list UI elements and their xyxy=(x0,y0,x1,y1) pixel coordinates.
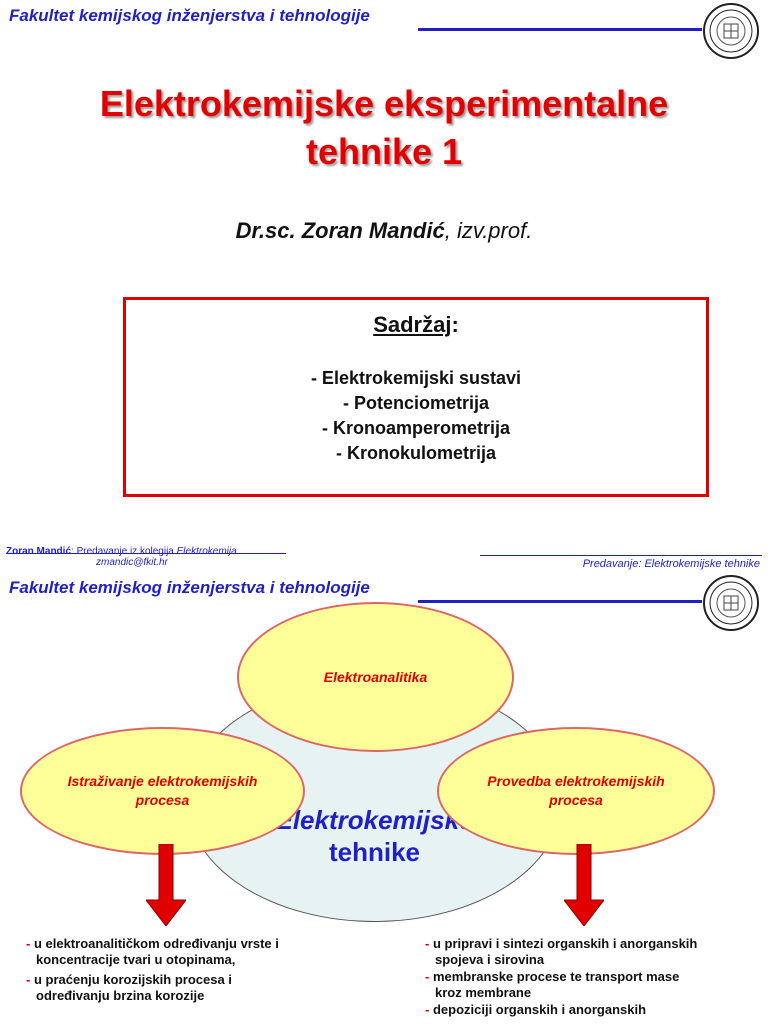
list-item: - depoziciji organskih i anorganskih xyxy=(425,1002,647,1017)
arrow-down-right-icon xyxy=(564,844,604,926)
author-line: Dr.sc. Zoran Mandić, izv.prof. xyxy=(0,218,768,244)
slide-2: Fakultet kemijskog inženjerstva i tehnol… xyxy=(0,572,768,1024)
faculty-name: Fakultet kemijskog inženjerstva i tehnol… xyxy=(9,6,370,25)
central-label: Elektrokemijske tehnike xyxy=(275,805,474,867)
arrow-down-left-icon xyxy=(146,844,186,926)
footer-email[interactable]: zmandic@fkit.hr xyxy=(96,557,168,568)
footer-rule-right xyxy=(480,555,762,556)
ellipse-provedba: Provedba elektrokemijskih procesa xyxy=(437,727,715,855)
ellipse-istrazivanje: Istraživanje elektrokemijskih procesa xyxy=(20,727,305,855)
footer-rule-left xyxy=(6,553,286,554)
contents-list: - Elektrokemijski sustavi - Potenciometr… xyxy=(126,366,706,466)
contents-item: - Kronoamperometrija xyxy=(321,418,511,438)
author-title: , izv.prof. xyxy=(444,218,533,243)
contents-heading: Sadržaj: xyxy=(373,312,459,337)
header-rule xyxy=(418,600,702,603)
slide-title-line2: tehnike 1 xyxy=(305,131,463,172)
slide-separator xyxy=(0,528,768,572)
footer-lecture-title: Predavanje: Elektrokemijske tehnike xyxy=(582,558,760,570)
faculty-name: Fakultet kemijskog inženjerstva i tehnol… xyxy=(9,578,370,597)
contents-item: - Potenciometrija xyxy=(342,393,490,413)
list-item: - u pripravi i sintezi organskih i anorg… xyxy=(425,936,698,967)
list-item: - u elektroanalitičkom određivanju vrste… xyxy=(26,936,279,967)
university-seal-icon xyxy=(703,575,759,631)
footer-lecture: Zoran Mandić: Predavanje iz kolegija Ele… xyxy=(6,546,237,557)
contents-item: - Kronokulometrija xyxy=(335,443,496,463)
slide-title-line1: Elektrokemijske eksperimentalne xyxy=(99,83,669,124)
right-application-list: - u pripravi i sintezi organskih i anorg… xyxy=(425,936,697,1022)
left-application-list: - u elektroanalitičkom određivanju vrste… xyxy=(26,936,279,1008)
header-rule xyxy=(418,28,702,31)
ellipse-elektroanalitika: Elektroanalitika xyxy=(237,602,514,752)
contents-item: - Elektrokemijski sustavi xyxy=(310,368,522,388)
university-seal-icon xyxy=(703,3,759,59)
author-name: Dr.sc. Zoran Mandić xyxy=(235,218,445,243)
slide-1: Fakultet kemijskog inženjerstva i tehnol… xyxy=(0,3,768,497)
contents-box: Sadržaj: - Elektrokemijski sustavi - Pot… xyxy=(123,297,709,497)
